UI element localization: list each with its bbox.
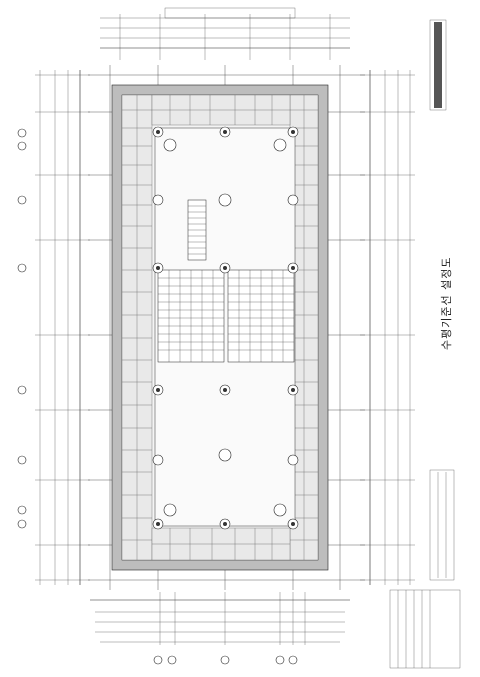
legend-table-bottom [389,589,461,669]
columns [152,126,299,530]
grid-bubbles-bottom [153,655,298,665]
right-dimension-lines [360,70,415,585]
grid-bubbles-left [17,128,27,529]
bottom-dimension-lines [90,592,350,645]
top-dimension-lines [100,7,350,60]
pew-grid [157,269,295,363]
stair [187,199,207,261]
left-dimension-lines [35,70,90,585]
legend-top [429,19,447,111]
drawing-title: 수평기준선 설정도 [440,256,453,350]
notes-box [429,469,455,581]
